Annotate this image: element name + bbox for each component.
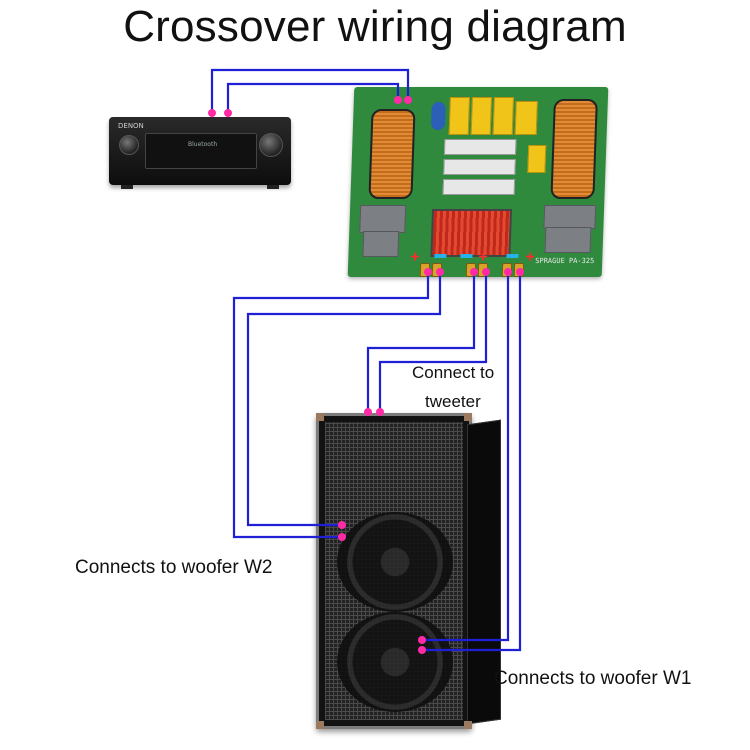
connector-dot xyxy=(482,268,490,276)
connector-dot xyxy=(208,109,216,117)
cabinet-corner xyxy=(464,721,472,729)
woofer-w2-driver xyxy=(337,512,453,612)
cabinet-corner xyxy=(316,413,324,421)
label-connect-to-tweeter-line1: Connect to xyxy=(412,363,495,382)
receiver-brand: DENON xyxy=(118,122,144,130)
connector-dot xyxy=(404,96,412,104)
receiver-foot xyxy=(121,185,133,189)
connector-dot xyxy=(436,268,444,276)
connector-dot xyxy=(418,636,426,644)
connector-dot xyxy=(516,268,524,276)
receiver-foot xyxy=(267,185,279,189)
connector-dot xyxy=(470,268,478,276)
connector-dot xyxy=(364,408,372,416)
connector-dot xyxy=(394,96,402,104)
label-woofer-w1: Connects to woofer W1 xyxy=(494,668,692,689)
speaker-grille xyxy=(325,422,463,720)
connector-dot xyxy=(504,268,512,276)
cabinet-corner xyxy=(316,721,324,729)
label-woofer-w2: Connects to woofer W2 xyxy=(75,557,273,578)
page-title: Crossover wiring diagram xyxy=(123,2,627,51)
connector-dot xyxy=(424,268,432,276)
cabinet-corner xyxy=(464,413,472,421)
wire-tweeter-a xyxy=(366,272,476,412)
receiver-display-text: Bluetooth xyxy=(188,141,218,148)
av-receiver: DENON Bluetooth xyxy=(109,117,291,189)
connector-dot xyxy=(376,408,384,416)
receiver-display: Bluetooth xyxy=(145,133,257,169)
receiver-knob-left xyxy=(119,135,139,155)
wire-tweeter-b xyxy=(378,272,488,412)
wire-woofer-w2-a xyxy=(232,272,430,539)
connector-dot xyxy=(418,646,426,654)
wire-group xyxy=(210,68,522,652)
wire-woofer-w1-a xyxy=(422,272,510,642)
label-connect-to-tweeter-line2: tweeter xyxy=(425,392,481,411)
receiver-volume-knob xyxy=(259,133,283,157)
wire-woofer-w1-b xyxy=(422,272,522,652)
wire-input-b xyxy=(226,82,400,113)
connector-dot xyxy=(224,109,232,117)
speaker-cabinet xyxy=(316,413,501,729)
wire-woofer-w2-b xyxy=(246,272,442,527)
wire-input-a xyxy=(210,68,410,113)
connector-dot xyxy=(338,521,346,529)
woofer-w1-driver xyxy=(337,612,453,712)
connector-group xyxy=(208,96,524,654)
connector-dot xyxy=(338,533,346,541)
